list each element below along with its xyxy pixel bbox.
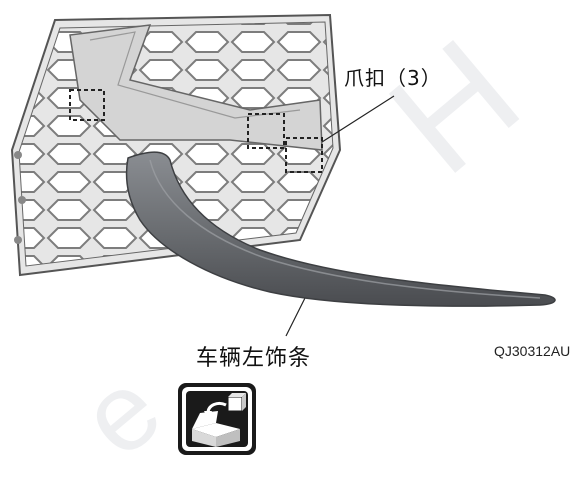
grille-illustration xyxy=(10,13,556,337)
clip-markers xyxy=(69,89,323,173)
parts-diagram: H e xyxy=(10,7,571,480)
figure-code: QJ30312AU xyxy=(494,343,571,359)
trim-strip xyxy=(125,151,556,307)
trim-strip-callout-label: 车辆左饰条 xyxy=(196,346,312,371)
remove-component-from-box-icon xyxy=(178,383,256,455)
clip-callout-label: 爪扣（3） xyxy=(344,66,442,90)
strip-leader-line xyxy=(285,291,309,337)
clip-leader-line xyxy=(321,95,395,143)
grille-frame xyxy=(10,13,342,277)
